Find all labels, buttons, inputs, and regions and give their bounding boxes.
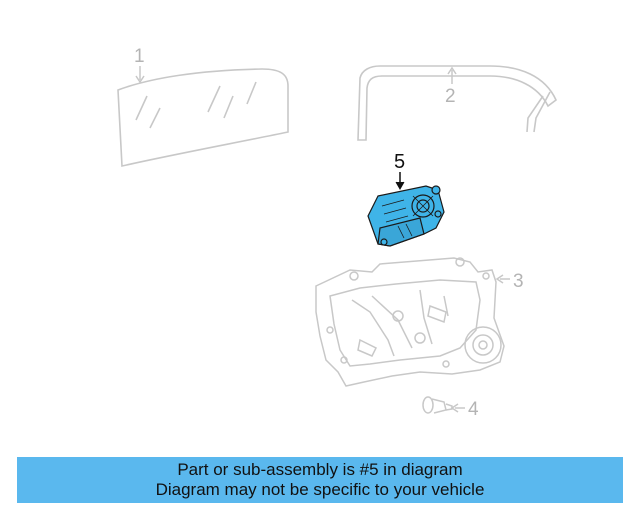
part-1-door-glass <box>117 68 289 167</box>
parts-diagram: 1 2 5 <box>117 46 557 420</box>
banner-line-disclaimer: Diagram may not be specific to your vehi… <box>155 480 485 499</box>
svg-text:2: 2 <box>445 86 456 107</box>
part-5-window-motor <box>367 185 445 247</box>
part-2-glass-run-channel <box>357 65 557 141</box>
svg-text:5: 5 <box>394 151 405 173</box>
part-4-fastener <box>422 396 453 414</box>
svg-text:3: 3 <box>513 271 524 292</box>
svg-text:1: 1 <box>134 46 145 67</box>
callout-5: 5 <box>394 151 405 191</box>
callout-2: 2 <box>445 66 457 107</box>
banner-line-part-info: Part or sub-assembly is #5 in diagram <box>177 460 463 479</box>
info-banner: Part or sub-assembly is #5 in diagram Di… <box>17 457 623 503</box>
callout-3: 3 <box>495 271 524 292</box>
callout-1: 1 <box>134 46 145 84</box>
part-3-window-regulator <box>315 257 505 387</box>
callout-4: 4 <box>450 399 479 420</box>
svg-text:4: 4 <box>468 399 479 420</box>
